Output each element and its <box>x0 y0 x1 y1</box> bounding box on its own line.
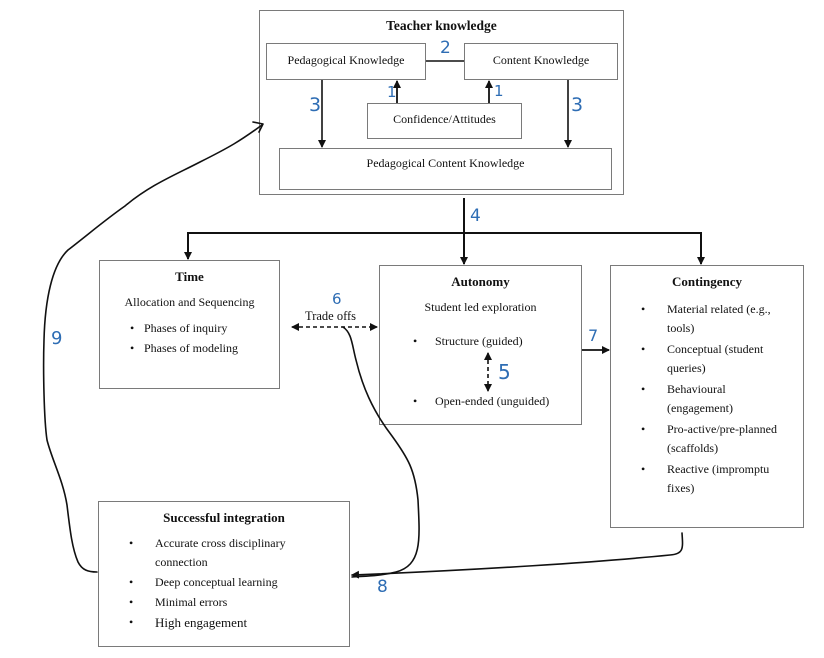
successful-integration-bullets: Accurate cross disciplinary connection D… <box>99 534 349 632</box>
autonomy-title: Autonomy <box>451 274 510 289</box>
contingency-to-integration-curve <box>351 532 684 579</box>
trade-offs-label: Trade offs <box>305 309 357 323</box>
pedagogical-knowledge-label: Pedagogical Knowledge <box>287 53 405 67</box>
list-item: Conceptual (student queries) <box>611 340 789 378</box>
contingency-box: Contingency Material related (e.g., tool… <box>610 265 804 528</box>
confidence-attitudes-label: Confidence/Attitudes <box>393 112 496 126</box>
pedagogical-knowledge-box: Pedagogical Knowledge <box>266 43 426 80</box>
pedagogical-content-knowledge-box: Pedagogical Content Knowledge <box>279 148 612 190</box>
successful-integration-box: Successful integration Accurate cross di… <box>98 501 350 647</box>
annotation-1a: 1 <box>387 83 397 101</box>
annotation-8: 8 <box>377 577 388 597</box>
list-item: Structure (guided) <box>435 334 523 348</box>
list-item: Pro-active/pre-planned (scaffolds) <box>611 420 789 458</box>
list-item: High engagement <box>99 613 339 632</box>
time-title: Time <box>175 269 204 284</box>
teacher-knowledge-title: Teacher knowledge <box>386 18 497 33</box>
content-knowledge-box: Content Knowledge <box>464 43 618 80</box>
list-item: Material related (e.g., tools) <box>611 300 789 338</box>
annotation-9: 9 <box>51 328 63 349</box>
annotation-3b: 3 <box>571 94 584 116</box>
time-bullets: Phases of inquiry Phases of modeling <box>100 318 279 358</box>
annotation-1b: 1 <box>494 82 504 100</box>
list-item: Reactive (impromptu fixes) <box>611 460 789 498</box>
annotation-2: 2 <box>440 38 451 58</box>
time-subtitle: Allocation and Sequencing <box>124 295 255 309</box>
annotation-5: 5 <box>498 360 511 384</box>
content-knowledge-label: Content Knowledge <box>492 53 590 67</box>
list-item: Deep conceptual learning <box>99 573 339 592</box>
annotation-3a: 3 <box>309 94 322 116</box>
annotation-7: 7 <box>588 326 599 345</box>
autonomy-subtitle: Student led exploration <box>424 300 537 314</box>
autonomy-box: Autonomy Student led exploration • Struc… <box>379 265 582 425</box>
time-box: Time Allocation and Sequencing Phases of… <box>99 260 280 389</box>
annotation-6: 6 <box>332 290 342 308</box>
pedagogical-content-knowledge-label: Pedagogical Content Knowledge <box>366 156 525 170</box>
successful-integration-title: Successful integration <box>163 510 285 525</box>
list-item: Minimal errors <box>99 593 339 612</box>
list-item: Accurate cross disciplinary connection <box>99 534 339 572</box>
contingency-bullets: Material related (e.g., tools) Conceptua… <box>611 300 803 498</box>
contingency-title: Contingency <box>671 274 743 289</box>
list-item: Phases of modeling <box>100 338 279 358</box>
list-item: Phases of inquiry <box>100 318 279 338</box>
annotation-4: 4 <box>470 206 481 226</box>
list-item: Behavioural (engagement) <box>611 380 789 418</box>
confidence-attitudes-box: Confidence/Attitudes <box>367 103 522 139</box>
list-item: Open-ended (unguided) <box>435 394 550 408</box>
